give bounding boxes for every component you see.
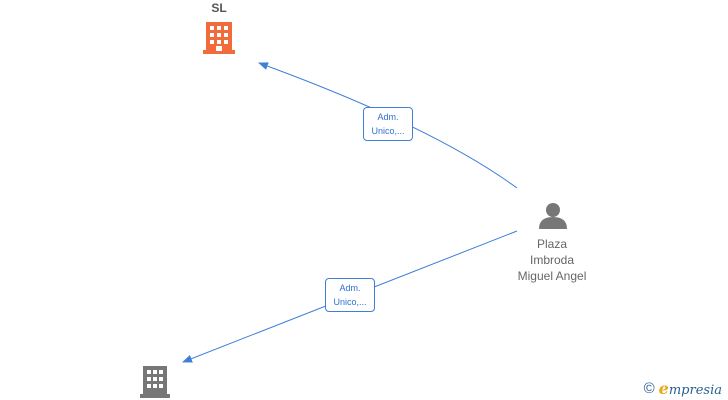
person-name-line-2: Imbroda	[529, 253, 575, 267]
edge-label-role-bottom[interactable]: Adm. Unico,...	[325, 278, 375, 312]
brand-logo: empresia	[659, 379, 722, 398]
brand-logo-initial: e	[658, 378, 669, 398]
brand-watermark: © empresia	[643, 379, 722, 398]
person-name-label[interactable]: Plaza Imbroda Miguel Angel	[496, 236, 608, 284]
company-top-building-icon[interactable]	[203, 22, 235, 54]
edge-label-role-top-line-1: Adm.	[377, 112, 399, 122]
copyright-icon: ©	[643, 379, 655, 397]
edge-label-role-bottom-line-1: Adm.	[339, 283, 361, 293]
person-icon[interactable]	[539, 203, 567, 229]
brand-logo-text: mpresia	[668, 382, 722, 398]
company-top-label[interactable]: SL	[211, 1, 227, 15]
person-name-line-1: Plaza	[536, 237, 568, 251]
edge-label-role-top-line-2: Unico,...	[371, 126, 405, 136]
edge-label-role-top[interactable]: Adm. Unico,...	[363, 107, 413, 141]
person-name-line-3: Miguel Angel	[517, 269, 587, 283]
company-bottom-building-icon[interactable]	[140, 366, 170, 398]
edge-label-role-bottom-line-2: Unico,...	[333, 297, 367, 307]
